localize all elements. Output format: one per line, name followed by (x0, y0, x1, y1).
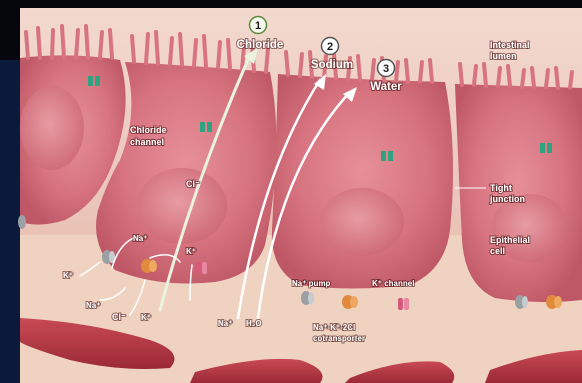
k-channel-label: K⁺ channel (372, 279, 414, 288)
na-k-pump-icon (301, 291, 314, 305)
cotransporter-label: Na⁺-K⁺-2Cl (313, 323, 355, 332)
epithelial-cell-label: cell (490, 246, 505, 256)
ion-label-cl: Cl⁻ (112, 312, 126, 322)
na-k-pump-icon (102, 250, 115, 264)
nucleus (20, 86, 84, 170)
ion-label-na: Na⁺ (218, 319, 232, 328)
chloride-channel-label: Chloride (130, 125, 167, 135)
cotransporter-icon (141, 259, 157, 273)
intestinal-lumen-label: lumen (490, 51, 517, 61)
ion-label-na: Na⁺ (133, 234, 147, 243)
intestinal-lumen-label: Intestinal (490, 40, 530, 50)
epithelial-cell-center-right (272, 74, 453, 289)
step-label: Chloride (237, 39, 284, 51)
na-k-pump-icon (18, 215, 26, 229)
cotransporter-icon (546, 295, 562, 309)
cl-ion-label: Cl⁻ (186, 179, 200, 189)
ion-label-k: K⁺ (186, 247, 196, 256)
step-number: 1 (255, 20, 261, 32)
step-label: Water (370, 81, 402, 93)
chloride-channel-label: channel (130, 137, 164, 147)
ion-label-h2o: H₂O (246, 319, 262, 328)
cotransporter-label: cotransporter (313, 334, 365, 343)
ion-label-k: K⁺ (141, 313, 151, 322)
tight-junction-label: junction (489, 194, 525, 204)
step-label: Sodium (311, 59, 353, 71)
epithelial-cell-label: Epithelial (490, 235, 530, 245)
ion-label-na: Na⁺ (86, 301, 100, 310)
cotransporter-icon (342, 295, 358, 309)
nucleus (320, 188, 404, 256)
ion-label-k: K⁺ (63, 271, 73, 280)
na-pump-label: Na⁺ pump (292, 279, 331, 288)
step-number: 2 (327, 41, 333, 53)
step-number: 3 (383, 63, 389, 75)
na-k-pump-icon (515, 295, 528, 309)
tight-junction-label: Tight (490, 183, 512, 193)
